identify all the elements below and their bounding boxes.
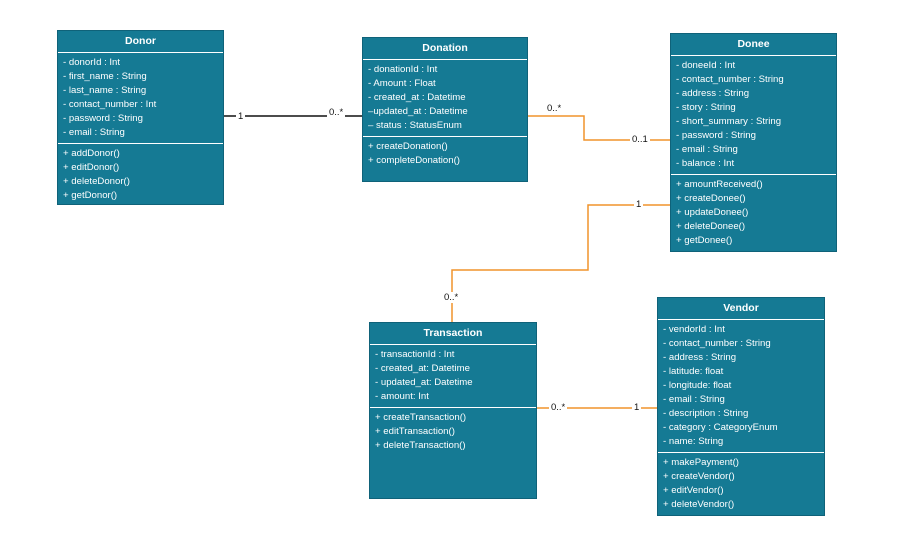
attribute: - latitude: float [663,366,724,377]
class-vendor[interactable]: Vendor - vendorId : Int - contact_number… [657,297,825,516]
attribute: - vendorId : Int [663,324,725,335]
attribute: - donorId : Int [63,57,121,68]
class-title: Donation [363,38,527,60]
assoc-donation-donee [528,115,670,141]
method: + createDonation() [368,141,448,152]
class-title: Transaction [370,323,536,345]
class-title: Donee [671,34,836,56]
method: + deleteDonor() [63,176,130,187]
method: + completeDonation() [368,155,460,166]
mult-donee-end-bottom: 1 [634,199,644,210]
attribute: - donationId : Int [368,64,438,75]
attribute: - name: String [663,436,724,447]
attribute: - last_name : String [63,85,147,96]
class-donee[interactable]: Donee - doneeId : Int - contact_number :… [670,33,837,252]
attribute: - created_at: Datetime [375,363,470,374]
method: + makePayment() [663,457,739,468]
attribute: –updated_at : Datetime [368,106,468,117]
method: + deleteVendor() [663,499,735,510]
method: + createTransaction() [375,412,467,423]
mult-transaction-end-top: 0..* [442,292,461,303]
attributes-section: - doneeId : Int - contact_number : Strin… [671,56,836,175]
mult-donation-end-right: 0..* [545,103,564,114]
mult-vendor-end: 1 [632,402,642,413]
method: + editTransaction() [375,426,455,437]
methods-section: + amountReceived() + createDonee() + upd… [671,175,836,251]
class-title: Vendor [658,298,824,320]
attribute: - category : CategoryEnum [663,422,778,433]
method: + updateDonee() [676,207,749,218]
attribute: - updated_at: Datetime [375,377,473,388]
assoc-donee-transaction [451,204,670,322]
method: + deleteDonee() [676,221,746,232]
attribute: - longitude: float [663,380,732,391]
attribute: - address : String [676,88,750,99]
methods-section: + createTransaction() + editTransaction(… [370,408,536,456]
attributes-section: - donationId : Int - Amount : Float - cr… [363,60,527,137]
attributes-section: - transactionId : Int - created_at: Date… [370,345,536,408]
mult-donee-end-top: 0..1 [630,134,650,145]
attributes-section: - donorId : Int - first_name : String - … [58,53,223,144]
attribute: - doneeId : Int [676,60,736,71]
attribute: - email : String [63,127,125,138]
method: + getDonee() [676,235,733,246]
method: + editVendor() [663,485,724,496]
attribute: - email : String [663,394,725,405]
class-donor[interactable]: Donor - donorId : Int - first_name : Str… [57,30,224,205]
attribute: - contact_number : String [676,74,784,85]
mult-transaction-end-right: 0..* [549,402,568,413]
methods-section: + createDonation() + completeDonation() [363,137,527,171]
class-transaction[interactable]: Transaction - transactionId : Int - crea… [369,322,537,499]
attribute: - contact_number : String [663,338,771,349]
attributes-section: - vendorId : Int - contact_number : Stri… [658,320,824,453]
attribute: - contact_number : Int [63,99,157,110]
method: + amountReceived() [676,179,763,190]
class-title: Donor [58,31,223,53]
attribute: - first_name : String [63,71,147,82]
method: + editDonor() [63,162,120,173]
attribute: - password : String [63,113,143,124]
method: + addDonor() [63,148,120,159]
attribute: - amount: Int [375,391,429,402]
attribute: - password : String [676,130,756,141]
attribute: - transactionId : Int [375,349,455,360]
class-donation[interactable]: Donation - donationId : Int - Amount : F… [362,37,528,182]
method: + getDonor() [63,190,118,201]
methods-section: + addDonor() + editDonor() + deleteDonor… [58,144,223,206]
mult-donor-end: 1 [236,111,246,122]
attribute: - description : String [663,408,749,419]
attribute: - address : String [663,352,737,363]
attribute: - created_at : Datetime [368,92,466,103]
method: + createVendor() [663,471,735,482]
attribute: - short_summary : String [676,116,782,127]
mult-donation-end-left: 0..* [327,107,346,118]
attribute: - story : String [676,102,736,113]
attribute: - Amount : Float [368,78,436,89]
attribute: – status : StatusEnum [368,120,462,131]
method: + deleteTransaction() [375,440,466,451]
attribute: - balance : Int [676,158,735,169]
attribute: - email : String [676,144,738,155]
method: + createDonee() [676,193,746,204]
methods-section: + makePayment() + createVendor() + editV… [658,453,824,515]
